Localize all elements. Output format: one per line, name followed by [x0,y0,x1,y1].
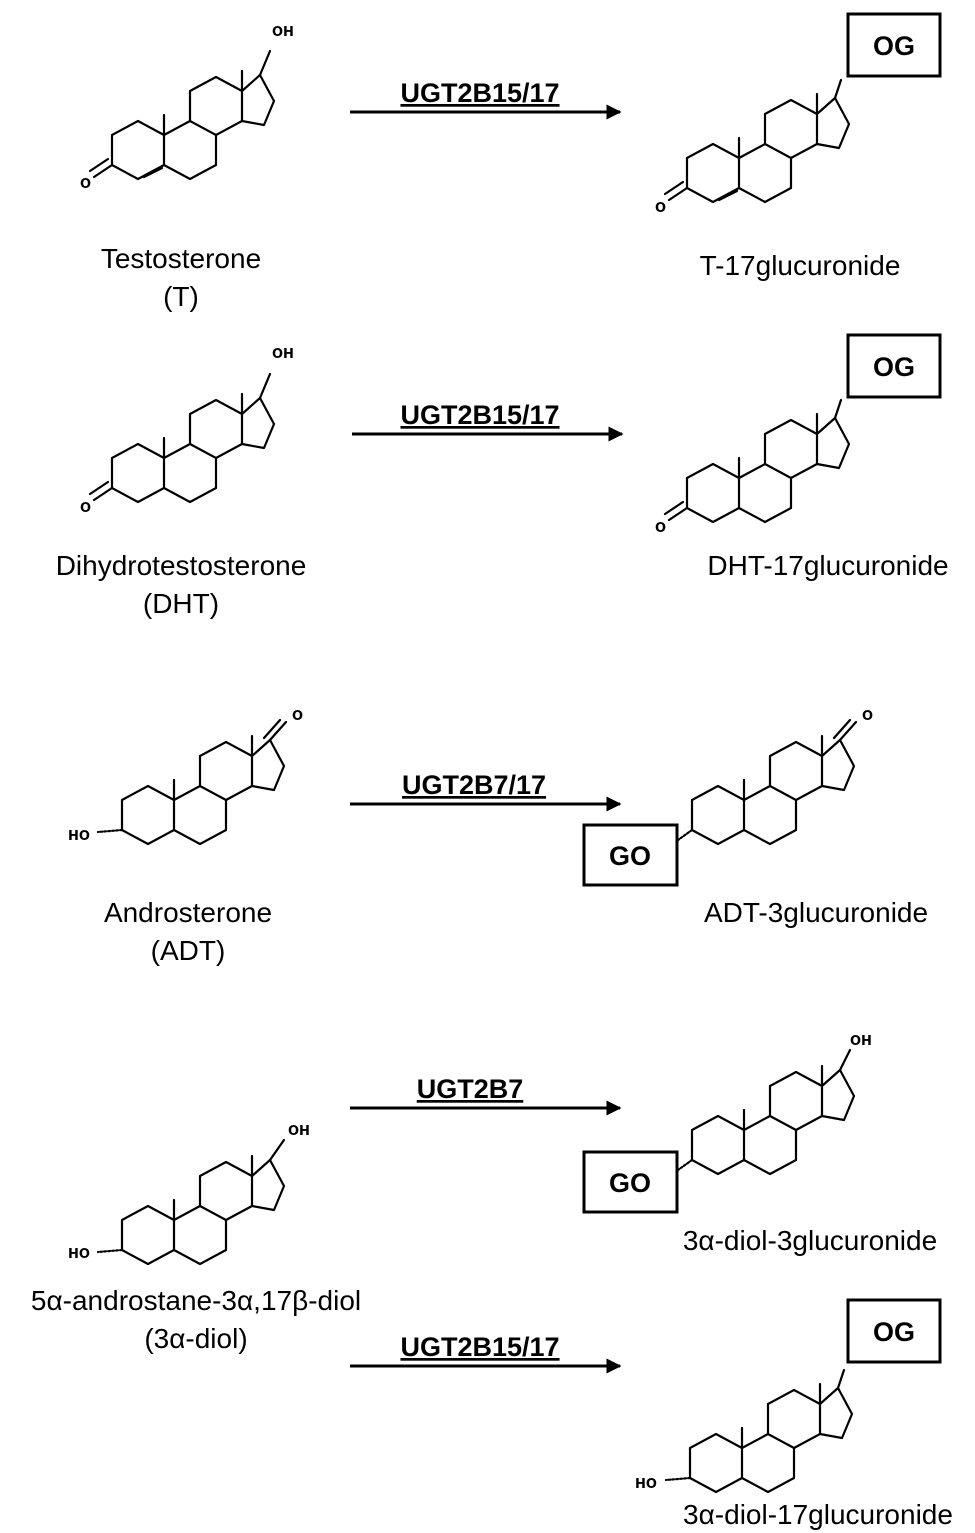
go-box-2 [582,1150,679,1214]
testosterone-name: Testosterone [101,243,261,274]
og-box-2 [846,333,942,399]
dht-17glucuronide-structure [663,398,851,524]
adt-3glucuronide-o-label: O [862,709,873,724]
diol-oh-label: OH [288,1124,310,1139]
dht-oh-label: OH [272,347,294,362]
og-label-2: OG [873,352,915,382]
og-box-3 [846,1298,942,1364]
dht-abbrev: (DHT) [143,588,219,619]
og-box-1 [846,12,942,78]
adt-3glucuronide-structure [676,718,858,846]
androsterone-name: Androsterone [104,897,272,928]
enzyme-label-1: UGT2B15/17 [400,78,559,108]
androsterone-structure [96,718,288,846]
diol-3glucuronide-name: 3α-diol-3glucuronide [683,1225,937,1256]
reaction-testosterone: OH O Testosterone (T) UGT2B15/17 OG O T-… [80,12,942,312]
diol-17glucuronide-ho-label: HO [635,1477,657,1492]
dht-o-label: O [80,501,91,516]
t-17glucuronide-name: T-17glucuronide [700,250,901,281]
diol-name: 5α-androstane-3α,17β-diol [31,1285,361,1316]
go-label-2: GO [609,1168,651,1198]
t-17glucuronide-structure [663,78,851,204]
diol-3glucuronide-structure [676,1048,856,1176]
dht-name: Dihydrotestosterone [56,550,307,581]
og-label-1: OG [873,31,915,61]
enzyme-label-3: UGT2B7/17 [402,770,546,800]
dht-structure [88,372,276,504]
reaction-dht: OH O Dihydrotestosterone (DHT) UGT2B15/1… [56,333,949,619]
testosterone-structure [88,49,276,181]
dht-17glucuronide-o-label: O [655,521,666,536]
diol-17glucuronide-structure [664,1368,854,1494]
og-label-3: OG [873,1317,915,1347]
diol-abbrev: (3α-diol) [144,1323,247,1354]
go-label-1: GO [609,841,651,871]
adt-3glucuronide-name: ADT-3glucuronide [704,897,928,928]
enzyme-label-2: UGT2B15/17 [400,400,559,430]
androsterone-o-label: O [292,709,303,724]
t-17glucuronide-o-label: O [655,201,666,216]
diol-3glucuronide-oh-label: OH [850,1034,872,1049]
reaction-diol: OH HO 5α-androstane-3α,17β-diol (3α-diol… [31,1034,953,1530]
testosterone-abbrev: (T) [163,281,199,312]
enzyme-label-4b: UGT2B15/17 [400,1332,559,1362]
diol-ho-label: HO [68,1247,90,1262]
androsterone-abbrev: (ADT) [151,935,226,966]
go-box-1 [582,823,679,887]
testosterone-oh-label: OH [272,25,294,40]
androsterone-ho-label: HO [68,829,90,844]
enzyme-label-4a: UGT2B7 [417,1074,524,1104]
reaction-adt: O HO Androsterone (ADT) UGT2B7/17 O GO A… [68,709,928,966]
testosterone-o-label: O [80,177,91,192]
diol-structure [96,1138,286,1266]
diol-17glucuronide-name: 3α-diol-17glucuronide [683,1499,953,1530]
dht-17glucuronide-name: DHT-17glucuronide [707,550,948,581]
